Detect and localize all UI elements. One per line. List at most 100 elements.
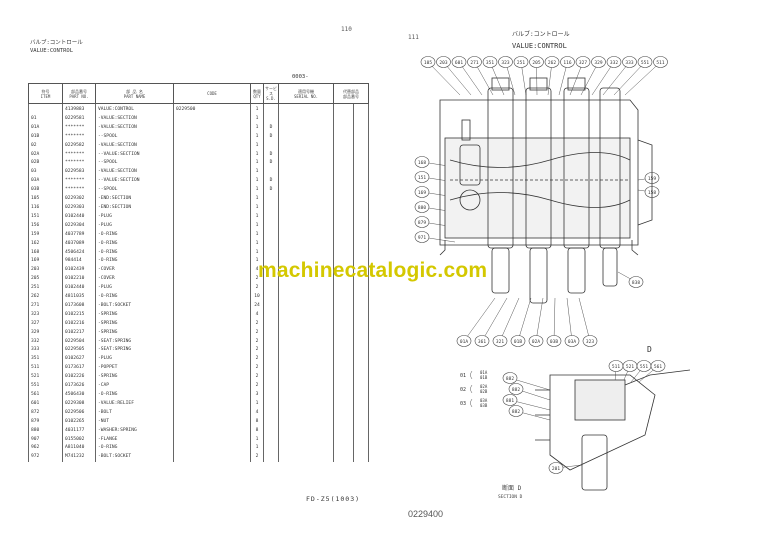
cell-code <box>173 319 251 329</box>
cell-serial <box>278 195 334 204</box>
callout-top: 351 <box>482 56 505 96</box>
cell-change-a <box>333 391 354 400</box>
cell-change-a <box>333 426 354 436</box>
cell-sd <box>263 230 279 240</box>
cell-qty: 1 <box>250 221 264 231</box>
cell-part-no: 0229505 <box>62 346 96 356</box>
cell-part-name: -POPPET <box>95 364 174 374</box>
cell-part-no: ******* <box>62 159 96 169</box>
cell-code <box>173 328 251 338</box>
cell-code <box>173 257 251 267</box>
cell-part-name: -SPRING <box>95 328 174 338</box>
cell-part-no: 0173617 <box>62 364 96 374</box>
cell-serial <box>278 444 334 454</box>
cell-code <box>173 391 251 400</box>
cell-code <box>173 293 251 302</box>
cell-part-name: -COVER <box>95 275 174 285</box>
section-title-en: SECTION D <box>498 494 523 500</box>
cell-item: 203 <box>28 266 63 276</box>
cell-part-no: 0102627 <box>62 355 96 365</box>
cell-qty: 2 <box>250 382 264 391</box>
section-callout-label: 882 <box>512 409 520 415</box>
cell-code <box>173 150 251 160</box>
cell-item: 116 <box>28 203 63 213</box>
callout-left-label: 169 <box>418 190 426 196</box>
cell-serial <box>278 426 334 436</box>
callout-top: 333 <box>602 56 637 96</box>
cell-change-b <box>353 337 369 347</box>
drawing-title-en: VALUE:CONTROL <box>512 42 567 50</box>
callout-bottom: 01B <box>510 297 532 347</box>
cell-qty: 1 <box>250 399 264 409</box>
cell-serial <box>278 373 334 383</box>
cell-part-name: --SPOOL <box>95 159 174 169</box>
section-label-num: 01 <box>460 373 466 379</box>
callout-838: 838 <box>617 271 644 288</box>
cell-change-a <box>333 453 354 463</box>
cell-code <box>173 203 251 213</box>
callout-top-label: 329 <box>594 60 602 66</box>
section-callout: 882 <box>508 383 551 401</box>
cell-part-name: -WASHER:SPRING <box>95 426 174 436</box>
cell-change-a <box>333 444 354 454</box>
cell-change-a <box>333 435 354 445</box>
cell-part-no: M741232 <box>62 453 96 463</box>
cell-sd <box>263 417 279 427</box>
callout-bottom-label: 02A <box>532 339 540 345</box>
cell-sd <box>263 248 279 258</box>
cell-serial <box>278 382 334 391</box>
cell-item: 332 <box>28 337 63 347</box>
cell-change-b <box>353 399 369 409</box>
valve-body-outline <box>439 77 653 304</box>
cell-code <box>173 408 251 418</box>
section-callout-right-label: 521 <box>626 364 634 370</box>
callout-top-label: 332 <box>610 60 618 66</box>
callout-top: 327 <box>569 56 591 96</box>
callout-top-label: 351 <box>486 60 494 66</box>
watermark: machinecatalogic.com <box>258 259 488 282</box>
cell-part-name: -VALUE:SECTION <box>95 114 174 124</box>
cell-change-b <box>353 177 369 187</box>
cell-item: 162 <box>28 239 63 249</box>
cell-serial <box>278 293 334 302</box>
cell-change-a <box>333 346 354 356</box>
cell-serial <box>278 230 334 240</box>
section-label-part: 03B <box>480 403 488 408</box>
section-callout-right-label: 551 <box>640 364 648 370</box>
callout-top-label: 262 <box>548 60 556 66</box>
cell-qty: 24 <box>250 301 264 311</box>
cell-code <box>173 159 251 169</box>
cell-code <box>173 444 251 454</box>
section-header-en: VALUE:CONTROL <box>30 48 74 54</box>
cell-part-name: -BOLT <box>95 408 174 418</box>
cell-change-b <box>353 453 369 463</box>
cell-part-no: 0229504 <box>62 337 96 347</box>
cell-code <box>173 382 251 391</box>
cell-part-name: -O-RING <box>95 239 174 249</box>
cell-sd <box>263 382 279 391</box>
callout-top: 551 <box>613 56 653 96</box>
cell-sd <box>263 355 279 365</box>
cell-part-no: 0102440 <box>62 212 96 222</box>
cell-part-name: -FLANGE <box>95 435 174 445</box>
cell-item: 962 <box>28 444 63 454</box>
section-callout-label: 882 <box>506 376 514 382</box>
left-page-number: 110 <box>341 26 352 33</box>
cell-qty: 1 <box>250 203 264 213</box>
cell-item: 168 <box>28 248 63 258</box>
section-label-num: 03 <box>460 401 466 407</box>
section-callout-label: 882 <box>512 387 520 393</box>
cell-item: 271 <box>28 301 63 311</box>
cell-part-no: 984414 <box>62 257 96 267</box>
